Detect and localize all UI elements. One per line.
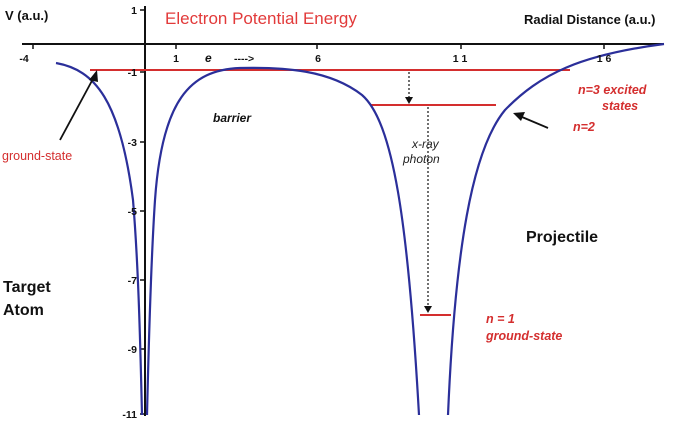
x-tick-label: 1 1 — [453, 53, 468, 65]
x-axis-label: Radial Distance (a.u.) — [524, 12, 655, 27]
y-tick-label: -7 — [128, 275, 137, 287]
x-tick-marks — [32, 44, 605, 49]
n1-label-line2: ground-state — [485, 329, 562, 343]
y-tick-label: -3 — [128, 137, 137, 149]
y-tick-label: 1 — [131, 5, 137, 17]
target-atom-label-line1: Target — [3, 279, 51, 296]
electron-motion-arrow: ----> — [234, 53, 254, 65]
xray-transition-arrowhead — [424, 306, 432, 313]
x-tick-label: 1 6 — [597, 53, 612, 65]
y-tick-label: -5 — [128, 206, 137, 218]
energy-levels — [90, 69, 570, 316]
n2-label: n=2 — [573, 120, 595, 134]
n2-pointer-arrowhead — [513, 112, 525, 121]
n2-pointer-line — [521, 116, 549, 129]
y-tick-label: -1 — [128, 67, 137, 79]
n3-label-line2: states — [602, 99, 638, 113]
x-tick-labels: -4 1 6 1 1 1 6 — [19, 53, 611, 65]
x-tick-label: 1 — [173, 53, 179, 65]
pointer-arrows — [59, 70, 549, 141]
ground-state-pointer-line — [59, 76, 95, 141]
projectile-label: Projectile — [526, 229, 598, 246]
transition-arrows — [405, 72, 432, 313]
chart-title: Electron Potential Energy — [165, 9, 357, 28]
electron-label: e — [205, 51, 212, 65]
upper-transition-arrowhead — [405, 97, 413, 104]
potential-curve — [55, 42, 665, 416]
y-tick-label: -9 — [128, 344, 137, 356]
xray-label-line2: photon — [402, 152, 440, 166]
y-axis-label: V (a.u.) — [5, 8, 48, 23]
n1-label-line1: n = 1 — [486, 312, 515, 326]
x-tick-label: -4 — [19, 53, 28, 65]
n3-label-line1: n=3 excited — [578, 83, 647, 97]
target-atom-label-line2: Atom — [3, 302, 44, 319]
xray-label-line1: x-ray — [411, 137, 440, 151]
barrier-label: barrier — [213, 111, 252, 125]
x-tick-label: 6 — [315, 53, 321, 65]
left-ground-state-label: ground-state — [2, 149, 72, 163]
y-tick-labels: 1 -1 -3 -5 -7 -9 -11 — [122, 5, 137, 421]
y-tick-label: -11 — [122, 409, 137, 421]
ground-state-pointer-arrowhead — [89, 70, 98, 82]
